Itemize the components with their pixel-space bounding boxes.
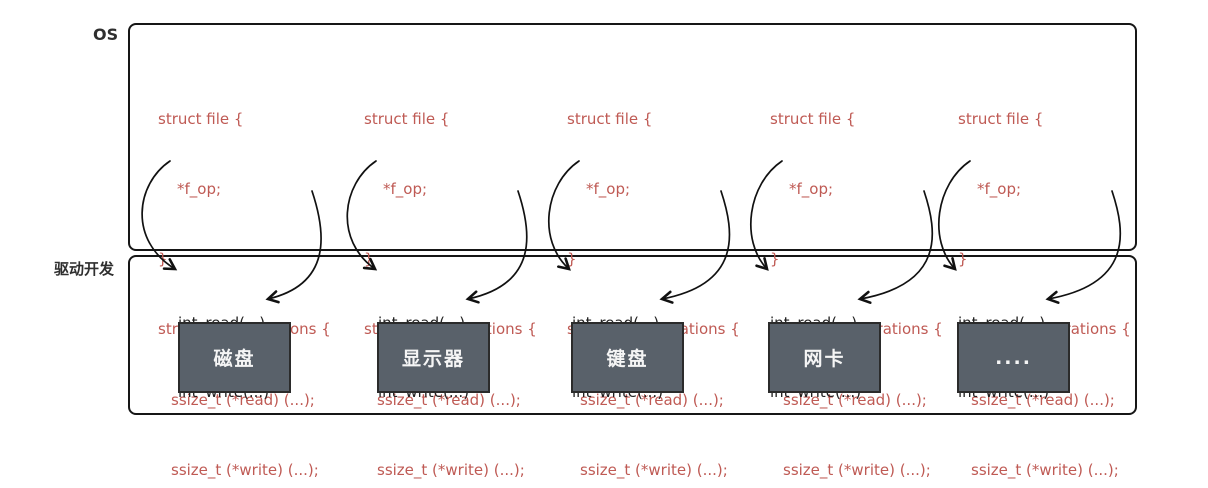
code-line: *f_op; <box>383 180 428 199</box>
code-line: ssize_t (*write) (...); <box>377 460 525 479</box>
device-label: 显示器 <box>401 348 465 370</box>
code-line: *f_op; <box>977 180 1022 199</box>
device-box-nic: 网卡 <box>768 322 881 393</box>
device-label: .... <box>995 346 1032 369</box>
code-line: struct file { <box>567 109 653 128</box>
os-box-label: OS <box>93 25 119 44</box>
code-line: ssize_t (*read) (...); <box>171 390 315 409</box>
device-label: 磁盘 <box>213 348 256 370</box>
code-line: *f_op; <box>789 180 834 199</box>
code-line: ssize_t (*write) (...); <box>171 460 319 479</box>
code-line: struct file { <box>770 109 856 128</box>
code-line: ssize_t (*read) (...); <box>783 390 927 409</box>
code-line: struct file { <box>364 109 450 128</box>
code-line: *f_op; <box>586 180 631 199</box>
code-line: struct file { <box>958 109 1044 128</box>
device-label: 网卡 <box>803 348 846 370</box>
code-line: ssize_t (*read) (...); <box>377 390 521 409</box>
code-line: ssize_t (*read) (...); <box>971 390 1115 409</box>
device-box-disk: 磁盘 <box>178 322 291 393</box>
code-line: ssize_t (*write) (...); <box>580 460 728 479</box>
code-line: ssize_t (*write) (...); <box>971 460 1119 479</box>
device-box-others: .... <box>957 322 1070 393</box>
device-box-keyboard: 键盘 <box>571 322 684 393</box>
code-line: ssize_t (*read) (...); <box>580 390 724 409</box>
device-label: 键盘 <box>606 348 649 370</box>
code-line: ssize_t (*write) (...); <box>783 460 931 479</box>
code-line: struct file { <box>158 109 244 128</box>
driver-box-label: 驱动开发 <box>54 260 115 278</box>
code-line: *f_op; <box>177 180 222 199</box>
device-box-monitor: 显示器 <box>377 322 490 393</box>
